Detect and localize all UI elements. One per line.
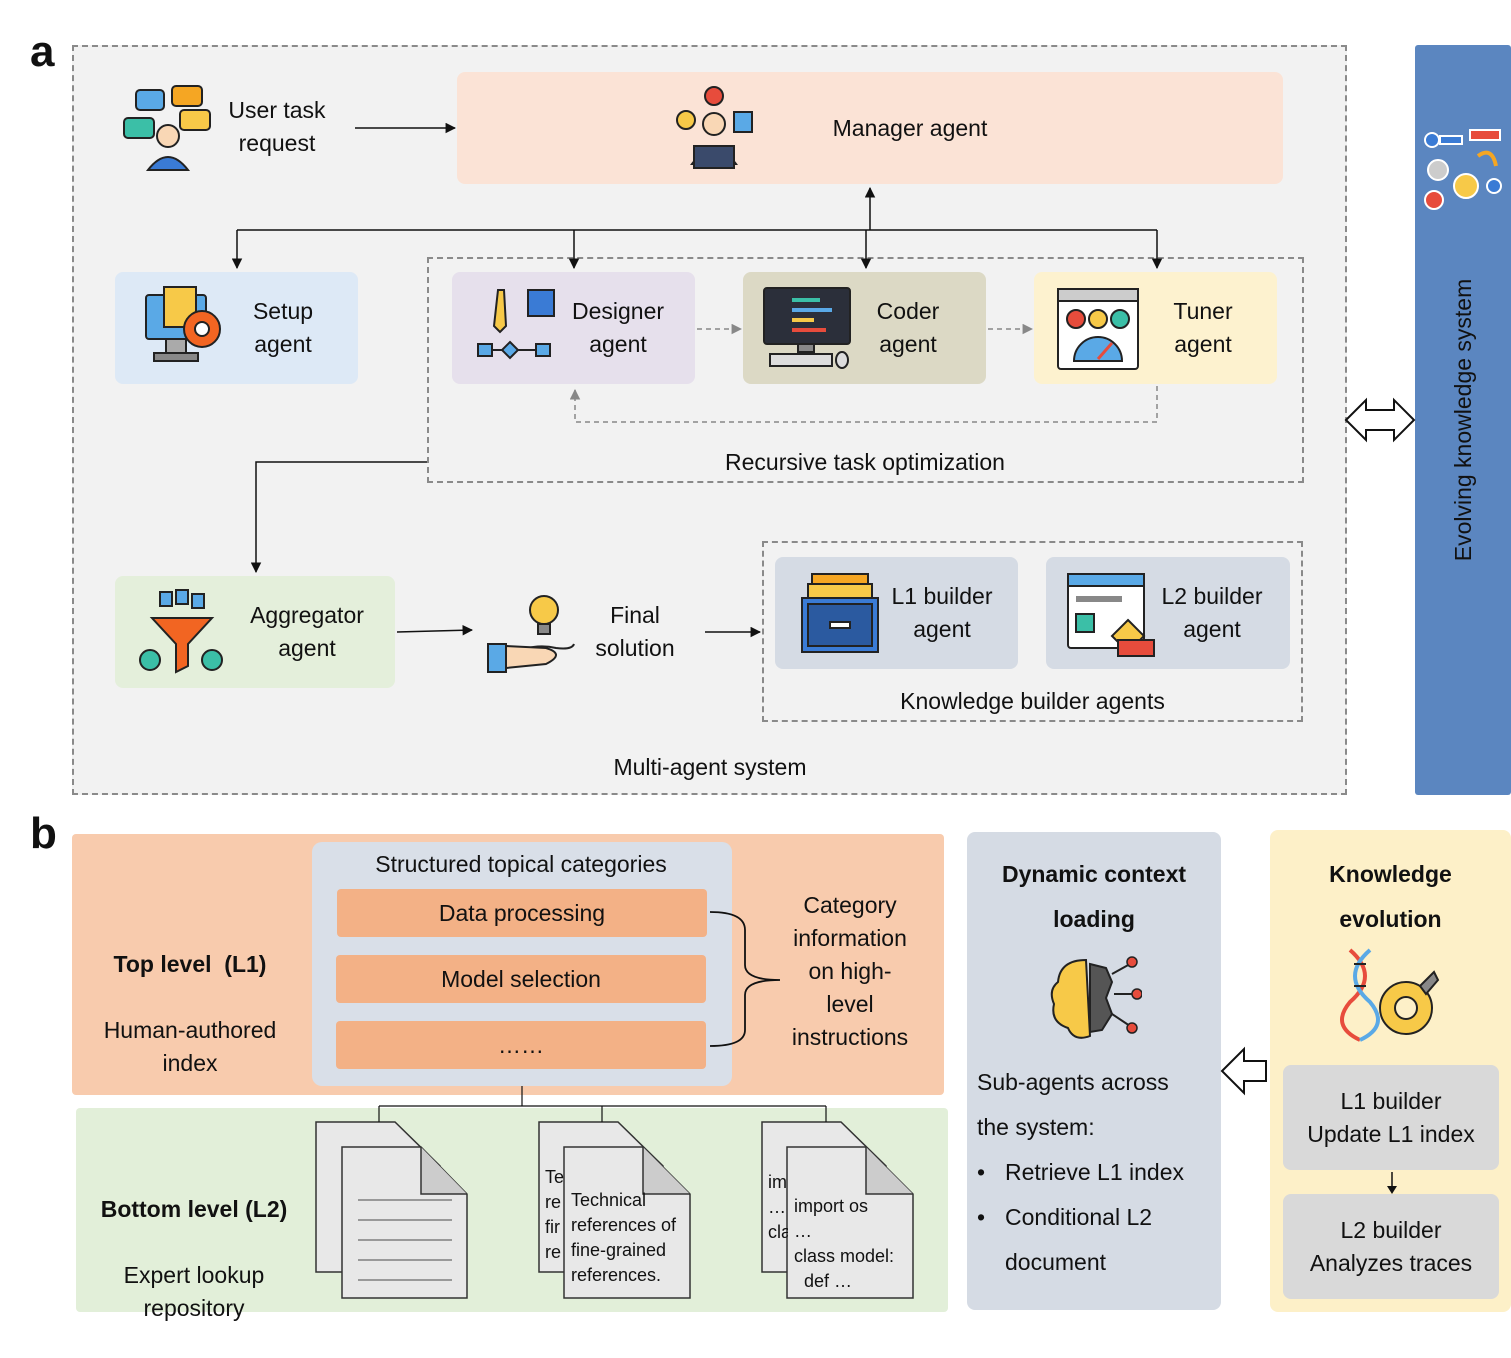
left-arrow-icon xyxy=(1220,1046,1267,1096)
structured-categories-label: Structured topical categories xyxy=(375,851,667,877)
bullet-conditional-l2: • Conditional L2 document xyxy=(977,1195,1217,1285)
bullet-text: Retrieve L1 index xyxy=(1005,1159,1184,1185)
bottom-level-title: Bottom level (L2) xyxy=(100,1196,288,1222)
setup-icon xyxy=(145,286,221,362)
aggregator-agent-label: Aggregator agent xyxy=(250,602,364,661)
panel-b-documents xyxy=(315,911,914,1299)
doc3-back-text: im … cla xyxy=(768,1172,788,1242)
doc3-front-text: import os … class model: def … xyxy=(794,1196,895,1291)
manager-agent-label: Manager agent xyxy=(832,115,988,141)
manager-agent-box[interactable] xyxy=(457,72,1283,184)
doc2-back-text: Te re fir re xyxy=(545,1167,565,1262)
dynamic-context-intro: Sub-agents across the system: xyxy=(977,1069,1169,1140)
doc2-front-text: Technical references of fine-grained ref… xyxy=(571,1190,677,1285)
coder-icon xyxy=(763,287,851,369)
l1-update-box[interactable] xyxy=(1283,1065,1499,1170)
code-blocks-icon xyxy=(1067,573,1155,657)
knowledge-icons xyxy=(1424,129,1502,210)
final-solution-label: Final solution xyxy=(595,602,675,661)
aggregator-icon xyxy=(139,589,223,674)
category-more[interactable]: …… xyxy=(336,1021,706,1069)
dynamic-bullets: • Retrieve L1 index • Conditional L2 docum… xyxy=(977,1150,1217,1285)
bullet-dot-icon: • xyxy=(977,1159,986,1185)
designer-agent-label: Designer agent xyxy=(571,298,665,357)
tuner-icon xyxy=(1057,288,1139,370)
dynamic-context-title: Dynamic context loading xyxy=(1001,861,1187,932)
file-cabinet-icon xyxy=(801,573,879,653)
l1-update-label: L1 builder Update L1 index xyxy=(1307,1088,1475,1147)
category-model-selection[interactable]: Model selection xyxy=(336,955,706,1003)
category-information-label: Category information on high- level inst… xyxy=(791,892,909,1050)
manager-icon xyxy=(676,86,753,169)
coder-agent-label: Coder agent xyxy=(876,298,940,357)
setup-agent-label: Setup agent xyxy=(252,298,314,357)
panel-label-a: a xyxy=(30,27,55,76)
knowledge-builders-label: Knowledge builder agents xyxy=(900,688,1165,714)
designer-icon xyxy=(477,289,555,360)
bottom-level-title-wrap: Bottom level (L2) Expert lookup reposito… xyxy=(86,1160,302,1358)
panel-label-b: b xyxy=(30,809,57,858)
knowledge-builders-frame xyxy=(762,541,1303,722)
bidirectional-arrow xyxy=(1344,397,1416,443)
lightbulb-hand-icon xyxy=(487,595,575,673)
recursive-optimization-label: Recursive task optimization xyxy=(725,449,1005,475)
user-task-label: User task request xyxy=(228,97,326,156)
down-arrow-icon xyxy=(1387,1172,1397,1194)
dna-gear-icon xyxy=(1340,948,1440,1042)
panel-a-connectors xyxy=(231,122,1416,638)
top-level-desc: Human-authored index xyxy=(103,1017,277,1076)
bullet-text: Conditional L2 document xyxy=(1005,1204,1153,1275)
top-level-title: Top level (L1) xyxy=(113,951,267,977)
designer-agent-box[interactable] xyxy=(452,272,695,384)
brain-circuit-icon xyxy=(1050,956,1142,1039)
top-level-title-wrap: Top level (L1) Human-authored index xyxy=(90,915,290,1113)
tuner-agent-label: Tuner agent xyxy=(1173,298,1233,357)
multi-agent-system-label: Multi-agent system xyxy=(613,754,807,780)
l2-analyze-box[interactable] xyxy=(1283,1194,1499,1299)
document-page-icon xyxy=(341,1146,468,1299)
l1-builder-agent-label: L1 builder agent xyxy=(891,583,993,642)
l2-builder-agent-label: L2 builder agent xyxy=(1161,583,1263,642)
dynamic-context-panel xyxy=(967,832,1221,1310)
knowledge-evolution-title: Knowledge evolution xyxy=(1329,861,1452,932)
bullet-dot-icon: • xyxy=(977,1204,986,1230)
l2-analyze-label: L2 builder Analyzes traces xyxy=(1309,1217,1473,1276)
chat-user-icon xyxy=(123,85,211,171)
category-data-processing[interactable]: Data processing xyxy=(337,889,707,937)
bullet-retrieve-l1: • Retrieve L1 index xyxy=(977,1150,1217,1195)
bottom-level-desc: Expert lookup repository xyxy=(123,1262,265,1321)
